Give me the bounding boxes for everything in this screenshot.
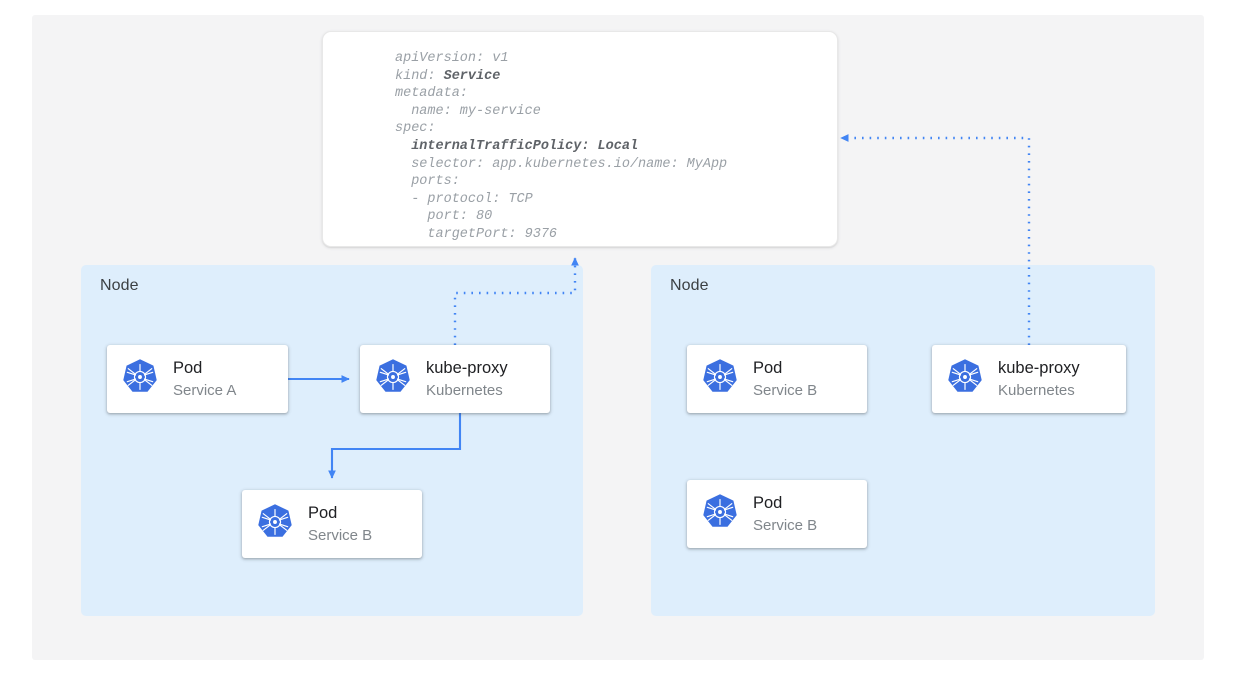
node-label-left: Node	[100, 277, 139, 294]
card-text: Pod Service B	[753, 358, 817, 401]
card-kube-proxy-left[interactable]: kube-proxy Kubernetes	[360, 345, 550, 413]
kubernetes-icon	[374, 358, 412, 401]
node-label-right: Node	[670, 277, 709, 294]
card-title: Pod	[308, 503, 338, 522]
card-text: Pod Service B	[753, 493, 817, 536]
card-subtitle: Kubernetes	[998, 381, 1075, 399]
card-title: Pod	[173, 358, 203, 377]
card-pod-service-b-left[interactable]: Pod Service B	[242, 490, 422, 558]
kubernetes-icon	[946, 358, 984, 401]
card-subtitle: Service B	[753, 381, 818, 399]
card-text: kube-proxy Kubernetes	[426, 358, 508, 401]
service-manifest-card: apiVersion: v1 kind: Service metadata: n…	[322, 31, 838, 247]
card-pod-service-a[interactable]: Pod Service A	[107, 345, 288, 413]
kubernetes-icon	[701, 493, 739, 536]
card-title: Pod	[753, 358, 783, 377]
card-subtitle: Service B	[308, 526, 373, 544]
service-manifest-code: apiVersion: v1 kind: Service metadata: n…	[395, 51, 728, 242]
card-text: Pod Service B	[308, 503, 372, 546]
card-pod-service-b-right-bottom[interactable]: Pod Service B	[687, 480, 867, 548]
node-box-right: Node	[651, 265, 1155, 616]
kubernetes-icon	[701, 358, 739, 401]
card-kube-proxy-right[interactable]: kube-proxy Kubernetes	[932, 345, 1126, 413]
kubernetes-icon	[256, 503, 294, 546]
card-subtitle: Service A	[173, 381, 237, 399]
card-text: kube-proxy Kubernetes	[998, 358, 1080, 401]
card-subtitle: Kubernetes	[426, 381, 503, 399]
card-title: Pod	[753, 493, 783, 512]
kubernetes-icon	[121, 358, 159, 401]
card-subtitle: Service B	[753, 516, 818, 534]
node-box-left: Node	[81, 265, 583, 616]
card-title: kube-proxy	[998, 358, 1080, 377]
card-title: kube-proxy	[426, 358, 508, 377]
card-pod-service-b-right-top[interactable]: Pod Service B	[687, 345, 867, 413]
card-text: Pod Service A	[173, 358, 236, 401]
